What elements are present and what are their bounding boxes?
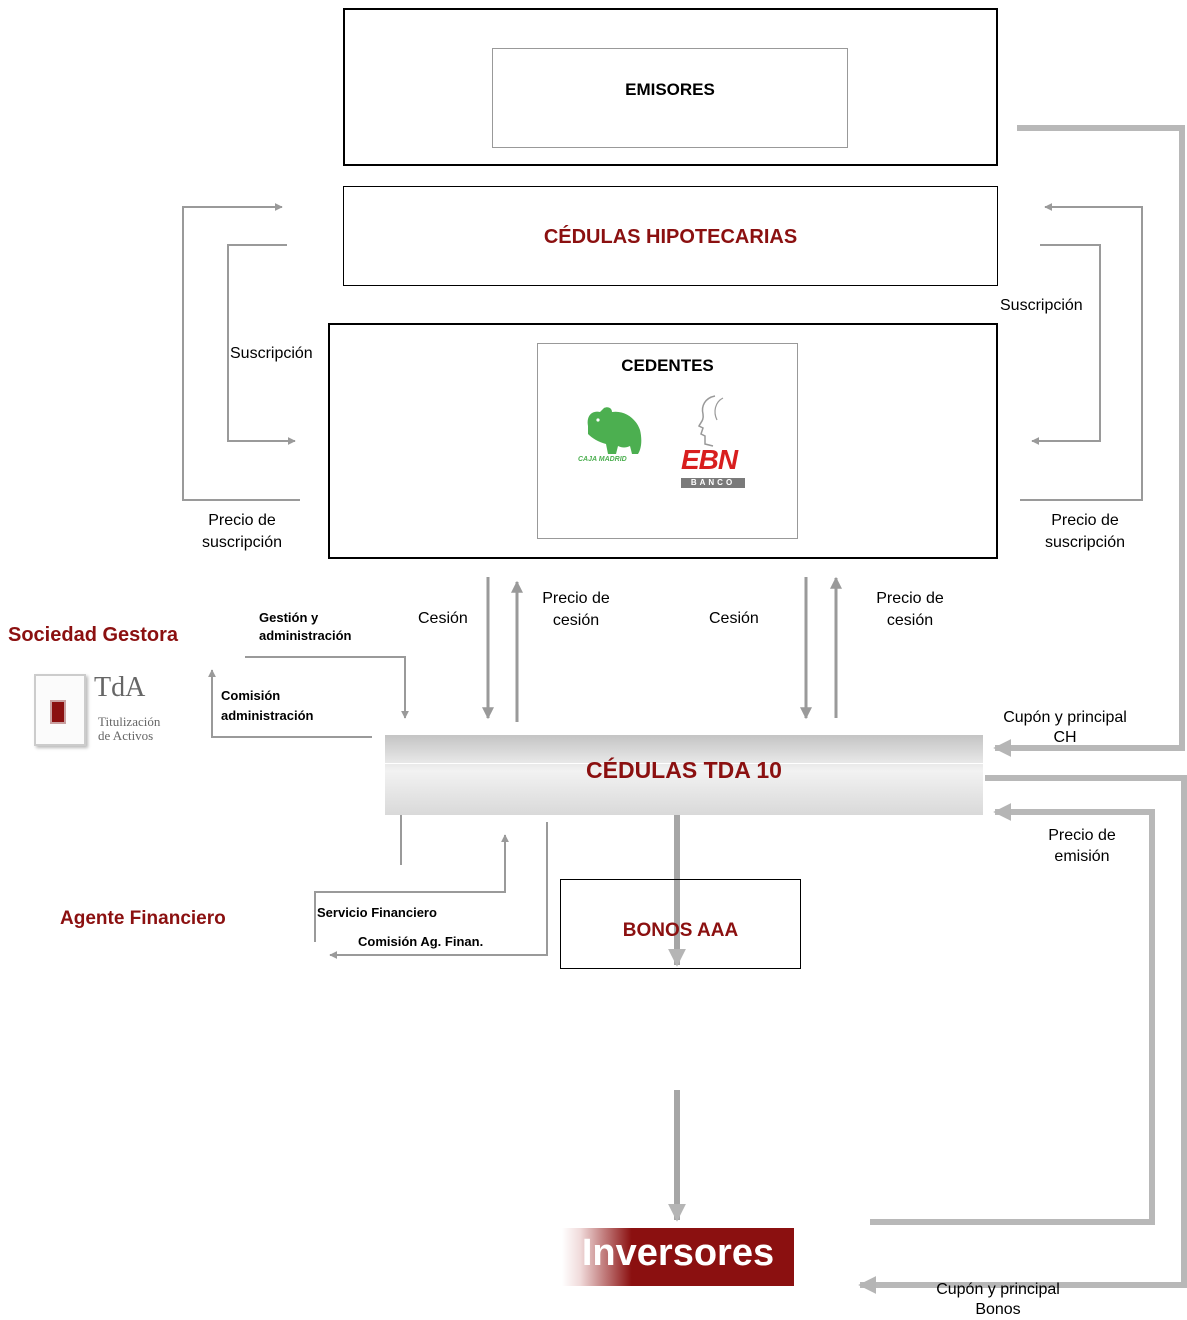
precio-cesion-right-2: cesión: [886, 612, 934, 629]
comision-ag-finan-label: Comisión Ag. Finan.: [358, 934, 484, 949]
face-profile-icon: [697, 395, 724, 447]
cedentes-inner-box: [537, 343, 798, 539]
gestion-label-2: administración: [259, 628, 352, 643]
cesion-right-label: Cesión: [709, 610, 759, 627]
servicio-financiero-label: Servicio Financiero: [317, 905, 437, 920]
cession-arrows: [482, 576, 842, 722]
ebn-text: EBN: [681, 444, 738, 475]
suscripcion-right-label: Suscripción: [1000, 297, 1083, 314]
cedulas-tda-bar: [385, 735, 983, 815]
cupon-bonos-label-2: Bonos: [975, 1301, 1021, 1318]
bear-icon: [587, 407, 642, 454]
ebn-sub-text: BANCO: [681, 478, 745, 488]
emisores-inner-box: [492, 48, 848, 148]
inversores-label: Inversores: [581, 1232, 775, 1274]
cupon-ch-label-2: CH: [1053, 729, 1077, 746]
gestion-label-1: Gestión y: [259, 610, 319, 625]
tda-logo-frame: [34, 674, 86, 746]
tda-logo-sub2: de Activos: [98, 728, 154, 743]
tda-logo: TdA Titulización de Activos: [28, 672, 190, 750]
cupon-bonos-label-1: Cupón y principal: [936, 1281, 1060, 1298]
agente-connectors: [314, 815, 548, 959]
caja-madrid-logo: CAJA MADRID: [568, 398, 663, 483]
cedulas-tda-label: CÉDULAS TDA 10: [586, 757, 782, 783]
emisores-label: EMISORES: [625, 80, 715, 99]
cesion-left-label: Cesión: [418, 610, 468, 627]
emisores-box: [343, 8, 998, 166]
tda-logo-sub1: Titulización: [98, 714, 161, 729]
comision-adm-label-1: Comisión: [221, 688, 281, 703]
precio-suscripcion-left-2: suscripción: [201, 534, 283, 551]
right-subscription-connectors: [1020, 203, 1143, 501]
precio-cesion-right-1: Precio de: [876, 590, 944, 607]
bonos-label: BONOS AAA: [622, 920, 739, 941]
sociedad-gestora-label: Sociedad Gestora: [8, 624, 179, 646]
caja-madrid-text: CAJA MADRID: [578, 456, 627, 463]
precio-cesion-left-1: Precio de: [542, 590, 610, 607]
cupon-ch-label-1: Cupón y principal: [1003, 709, 1127, 726]
precio-emision-label-2: emisión: [1054, 848, 1110, 865]
tda-logo-mark: [50, 700, 66, 724]
precio-suscripcion-right-1: Precio de: [1051, 512, 1119, 529]
comision-adm-label-2: administración: [221, 708, 314, 723]
cedentes-box: [328, 323, 998, 559]
ebn-logo: EBN BANCO: [675, 392, 750, 492]
tda-logo-main: TdA: [94, 672, 146, 703]
inversores-box: [562, 1228, 794, 1286]
cedentes-label: CEDENTES: [621, 356, 714, 375]
cedulas-hipotecarias-box: [343, 186, 998, 286]
suscripcion-left-label: Suscripción: [230, 345, 313, 362]
right-big-connectors: [858, 125, 1187, 1294]
left-subscription-connectors: [182, 203, 300, 501]
bonos-box: [560, 879, 801, 969]
precio-emision-label-1: Precio de: [1048, 827, 1116, 844]
precio-suscripcion-left-1: Precio de: [208, 512, 276, 529]
agente-financiero-label: Agente Financiero: [60, 908, 226, 929]
precio-cesion-left-2: cesión: [552, 612, 600, 629]
cedulas-tda-bar-divider: [385, 763, 983, 764]
precio-suscripcion-right-2: suscripción: [1044, 534, 1126, 551]
cedulas-hipotecarias-label: CÉDULAS HIPOTECARIAS: [543, 226, 798, 248]
gestora-connectors: [208, 656, 409, 738]
